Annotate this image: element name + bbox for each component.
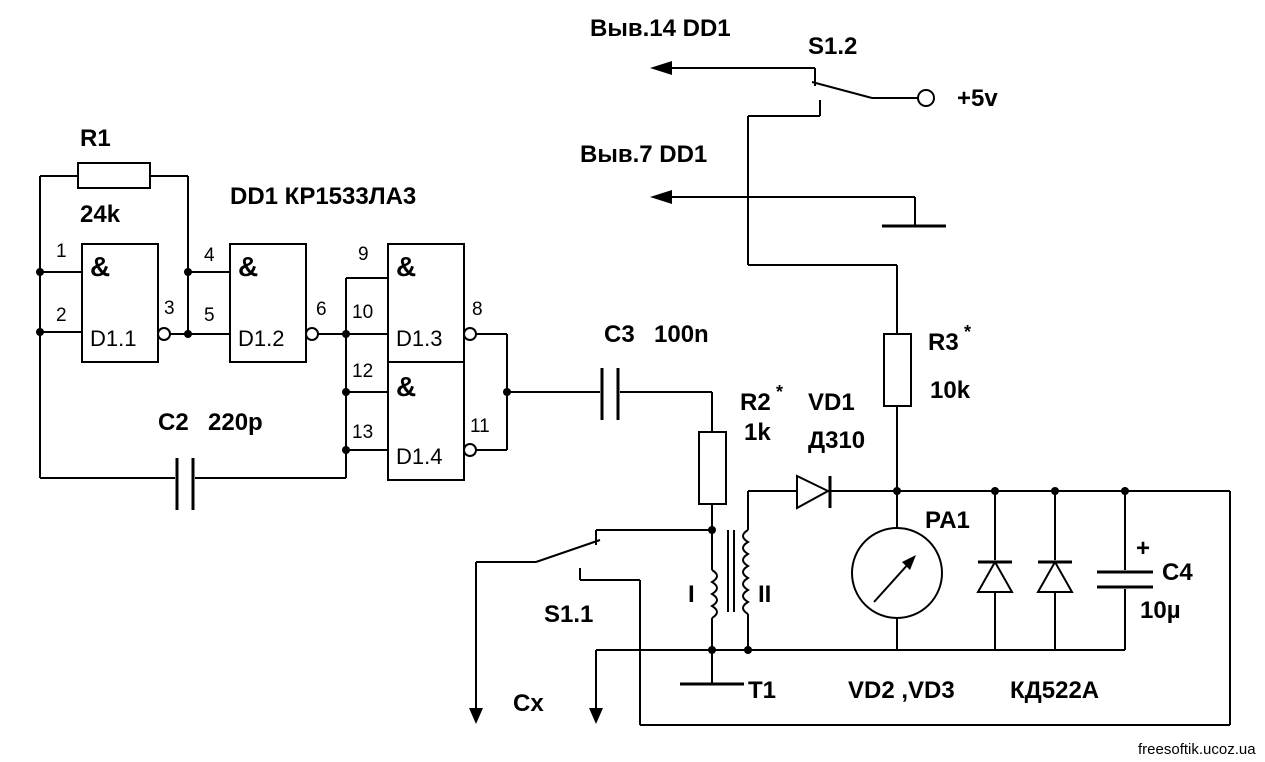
d14-pin12: 12 — [352, 361, 373, 382]
junction-dot — [36, 268, 44, 276]
r2-value: 1k — [744, 419, 771, 446]
d14-pin11: 11 — [470, 416, 490, 437]
pin7-label: Выв.7 DD1 — [580, 141, 707, 168]
pin14-label: Выв.14 DD1 — [590, 15, 731, 42]
vd1-diode — [796, 474, 831, 510]
junction-dot — [184, 330, 192, 338]
s11-lever — [535, 539, 601, 563]
vd23-type: КД522А — [1010, 677, 1099, 704]
vd1-value: Д310 — [808, 427, 865, 454]
gate-d11-symbol: & — [90, 251, 110, 282]
switch-s12-label: S1.2 — [808, 33, 857, 60]
pa1-name: PA1 — [925, 507, 970, 534]
r1-value: 24k — [80, 201, 121, 228]
cx-label: Cx — [513, 690, 544, 717]
d14-pin13: 13 — [352, 422, 373, 443]
r2-resistor — [698, 431, 727, 505]
c4-polarity: + — [1136, 535, 1150, 562]
winding2-label: II — [758, 581, 771, 608]
d12-inversion-bubble — [305, 327, 319, 341]
s12-lever — [811, 81, 873, 99]
winding2-coil — [742, 529, 750, 615]
c3-value: 100n — [654, 321, 709, 348]
gate-d14-name: D1.4 — [396, 444, 442, 469]
d13-pin8: 8 — [472, 299, 483, 320]
junction-dot — [1121, 487, 1129, 495]
d11-pin2: 2 — [56, 305, 67, 326]
c2-name: C2 — [158, 409, 189, 436]
r2-star: * — [776, 382, 783, 402]
r3-star: * — [964, 322, 971, 342]
gate-d11-name: D1.1 — [90, 326, 136, 351]
gate-d14-symbol: & — [396, 371, 416, 402]
r1-resistor — [77, 162, 151, 189]
c3-name: C3 — [604, 321, 635, 348]
d14-inversion-bubble — [463, 443, 477, 457]
oscillator-section: R1 24k DD1 КР1533ЛА3 C2 220p & D1.1 1 2 … — [36, 125, 511, 510]
gate-d12-name: D1.2 — [238, 326, 284, 351]
junction-dot — [991, 487, 999, 495]
d12-pin4: 4 — [204, 245, 215, 266]
supply-terminal — [917, 89, 935, 107]
gate-d11 — [81, 243, 159, 363]
d11-inversion-bubble — [157, 327, 171, 341]
vd1-name: VD1 — [808, 389, 855, 416]
d11-pin3: 3 — [164, 298, 175, 319]
d13-inversion-bubble — [463, 327, 477, 341]
junction-dot — [342, 388, 350, 396]
junction-dot — [342, 330, 350, 338]
pin7-arrow — [650, 190, 672, 204]
junction-dot — [893, 487, 901, 495]
vd2-diode — [976, 559, 1014, 593]
c2-value: 220p — [208, 409, 263, 436]
gate-d14 — [387, 361, 465, 481]
t1-name: T1 — [748, 677, 776, 704]
cx-left-arrow — [469, 708, 483, 724]
r1-name: R1 — [80, 125, 111, 152]
d12-pin6: 6 — [316, 299, 327, 320]
gate-d13 — [387, 243, 465, 363]
pa1-meter-icon — [851, 527, 943, 619]
r3-value: 10k — [930, 377, 971, 404]
s11-label: S1.1 — [544, 601, 593, 628]
vd23-name: VD2 ,VD3 — [848, 677, 955, 704]
gate-d12-symbol: & — [238, 251, 258, 282]
measurement-section: C3 100n R2 * 1k VD1 Д310 R3 * 10k PA1 — [469, 265, 1231, 726]
junction-dot — [708, 646, 716, 654]
winding1-coil — [710, 569, 718, 619]
supply-label: +5v — [957, 85, 998, 112]
vd3-diode — [1036, 559, 1074, 593]
gate-d13-symbol: & — [396, 251, 416, 282]
junction-dot — [184, 268, 192, 276]
chip-label: DD1 КР1533ЛА3 — [230, 183, 416, 210]
cx-right-arrow — [589, 708, 603, 724]
c4-value: 10µ — [1140, 597, 1181, 624]
pin14-arrow — [650, 61, 672, 75]
gate-d12 — [229, 243, 307, 363]
r3-resistor — [883, 333, 912, 407]
d13-pin9: 9 — [358, 244, 369, 265]
gate-d13-name: D1.3 — [396, 326, 442, 351]
winding1-label: I — [688, 581, 695, 608]
watermark: freesoftik.ucoz.ua — [1138, 741, 1256, 758]
junction-dot — [744, 646, 752, 654]
d11-pin1: 1 — [56, 241, 67, 262]
r3-name: R3 — [928, 329, 959, 356]
d12-pin5: 5 — [204, 305, 215, 326]
junction-dot — [708, 526, 716, 534]
junction-dot — [36, 328, 44, 336]
junction-dot — [1051, 487, 1059, 495]
pa1-needle — [873, 561, 911, 603]
d13-pin10: 10 — [352, 302, 373, 323]
junction-dot — [342, 446, 350, 454]
r2-name: R2 — [740, 389, 771, 416]
c4-name: C4 — [1162, 559, 1193, 586]
pa1-needle-tip — [902, 555, 916, 570]
power-section: Выв.14 DD1 S1.2 Выв.7 DD1 +5v — [580, 15, 998, 266]
